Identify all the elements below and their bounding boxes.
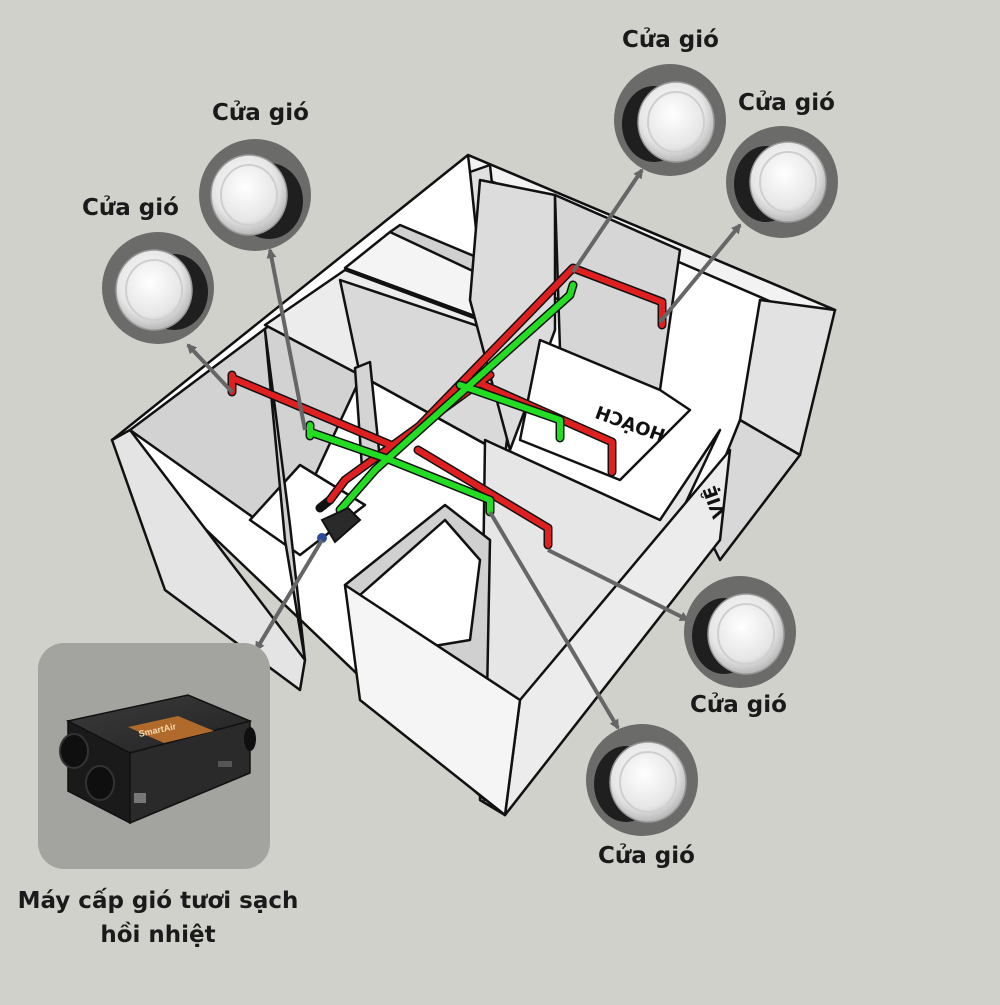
- vent-badge-5: [684, 576, 796, 688]
- supply-ducts: [227, 263, 667, 550]
- arrow-vent-3: [571, 168, 644, 274]
- vent-label-4: Cửa gió: [738, 90, 835, 116]
- callout-arrows: [186, 168, 742, 730]
- arrow-vent-6: [488, 510, 620, 730]
- vent-badge-3: [614, 64, 726, 176]
- device-caption-line-2: hồi nhiệt: [100, 922, 216, 948]
- divider-wall: [263, 328, 307, 662]
- vent-badge-4: [726, 126, 838, 238]
- outer-wall-front-left: [343, 583, 522, 817]
- device-caption: Máy cấp gió tươi sạch hồi nhiệt: [0, 884, 316, 952]
- vent-label-1: Cửa gió: [82, 195, 179, 221]
- return-ducts: [305, 280, 578, 517]
- vent-label-2: Cửa gió: [212, 100, 309, 126]
- arrow-device: [254, 538, 324, 652]
- arrow-vent-2: [266, 248, 307, 431]
- arrow-vent-1: [186, 343, 234, 394]
- vent-badge-1: [102, 232, 214, 344]
- arrow-vent-4: [658, 223, 742, 324]
- vent-badge-6: [586, 724, 698, 836]
- device-card: SmartAir: [38, 643, 270, 869]
- outer-wall-left: [110, 428, 307, 692]
- arrow-vent-5: [547, 548, 690, 622]
- ventilator-device-image: SmartAir: [59, 694, 256, 825]
- vent-label-3: Cửa gió: [622, 27, 719, 53]
- device-caption-line-1: Máy cấp gió tươi sạch: [17, 888, 299, 914]
- vent-badge-2: [199, 139, 311, 251]
- room-right-floor: [518, 338, 692, 482]
- vent-label-6: Cửa gió: [598, 843, 695, 869]
- vent-label-5: Cửa gió: [690, 692, 787, 718]
